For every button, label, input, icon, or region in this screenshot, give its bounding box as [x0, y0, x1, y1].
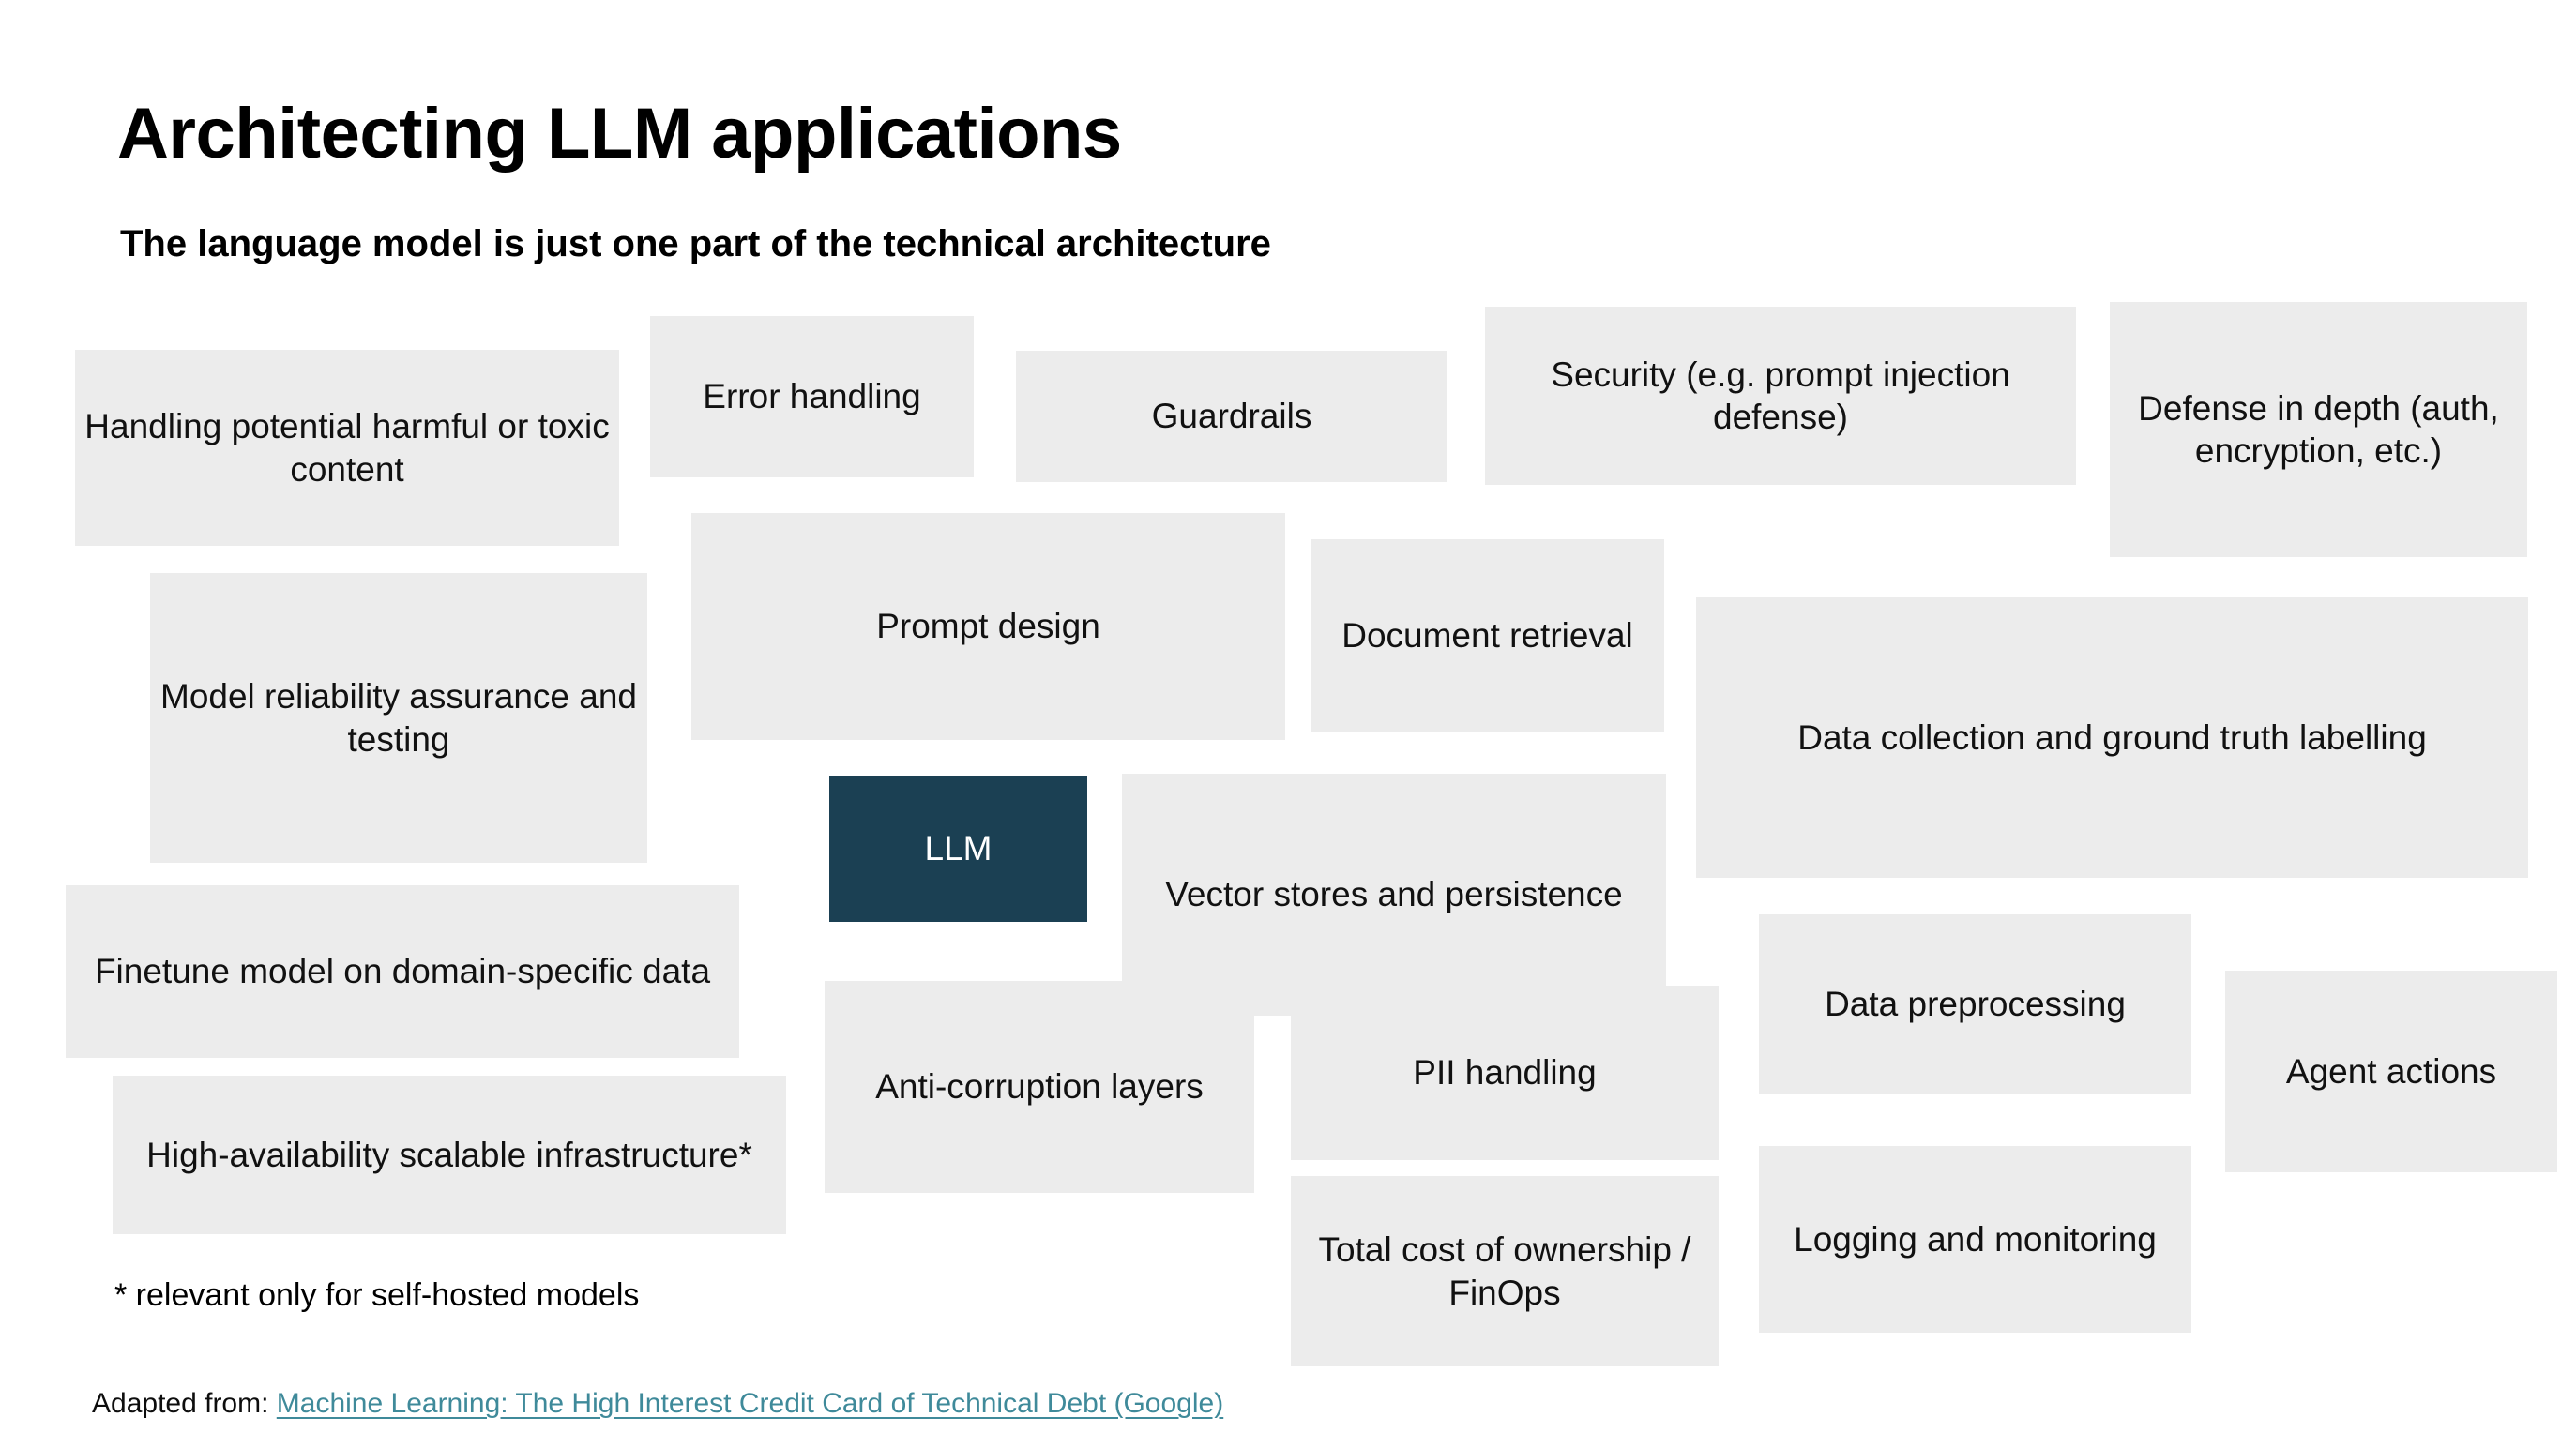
architecture-box-label: Security (e.g. prompt injection defense)	[1551, 354, 2010, 436]
architecture-box-label: LLM	[924, 829, 993, 868]
architecture-box-label: PII handling	[1413, 1053, 1597, 1093]
architecture-box-finetune-model[interactable]: Finetune model on domain-specific data	[66, 885, 739, 1058]
architecture-box-anti-corruption-layers[interactable]: Anti-corruption layers	[825, 981, 1254, 1193]
architecture-box-label: Vector stores and persistence	[1165, 875, 1623, 914]
architecture-box-handling-harmful-content[interactable]: Handling potential harmful or toxic cont…	[75, 350, 619, 546]
architecture-box-logging-and-monitoring[interactable]: Logging and monitoring	[1759, 1146, 2191, 1333]
architecture-box-agent-actions[interactable]: Agent actions	[2225, 971, 2557, 1172]
source-attribution-link[interactable]: Machine Learning: The High Interest Cred…	[276, 1388, 1224, 1419]
architecture-box-label: Total cost of ownership / FinOps	[1318, 1230, 1691, 1312]
architecture-box-label: Data collection and ground truth labelli…	[1797, 717, 2427, 757]
architecture-box-label: Data preprocessing	[1825, 985, 2126, 1024]
architecture-box-pii-handling[interactable]: PII handling	[1291, 986, 1719, 1160]
page-subtitle: The language model is just one part of t…	[120, 223, 1271, 265]
architecture-box-label: Guardrails	[1151, 397, 1312, 436]
architecture-box-label: Agent actions	[2285, 1051, 2497, 1091]
architecture-box-total-cost-of-ownership[interactable]: Total cost of ownership / FinOps	[1291, 1176, 1719, 1366]
architecture-box-security-prompt-injection[interactable]: Security (e.g. prompt injection defense)	[1485, 307, 2076, 485]
architecture-box-data-preprocessing[interactable]: Data preprocessing	[1759, 914, 2191, 1094]
architecture-box-defense-in-depth[interactable]: Defense in depth (auth, encryption, etc.…	[2110, 302, 2527, 557]
architecture-box-label: Model reliability assurance and testing	[160, 677, 637, 759]
architecture-box-label: Logging and monitoring	[1794, 1219, 2157, 1259]
source-attribution: Adapted from: Machine Learning: The High…	[92, 1388, 1223, 1420]
architecture-box-label: Error handling	[703, 377, 921, 416]
architecture-box-high-availability-infra[interactable]: High-availability scalable infrastructur…	[113, 1076, 786, 1234]
architecture-box-label: Anti-corruption layers	[875, 1067, 1204, 1107]
architecture-box-label: Document retrieval	[1341, 615, 1633, 655]
architecture-box-label: High-availability scalable infrastructur…	[146, 1135, 752, 1174]
architecture-box-vector-stores[interactable]: Vector stores and persistence	[1122, 774, 1666, 1016]
architecture-box-llm[interactable]: LLM	[829, 776, 1087, 922]
source-attribution-prefix: Adapted from:	[92, 1388, 269, 1419]
architecture-box-label: Handling potential harmful or toxic cont…	[84, 407, 610, 489]
architecture-box-label: Defense in depth (auth, encryption, etc.…	[2138, 388, 2499, 470]
architecture-box-guardrails[interactable]: Guardrails	[1016, 351, 1447, 482]
architecture-box-data-collection-labelling[interactable]: Data collection and ground truth labelli…	[1696, 597, 2528, 878]
architecture-box-document-retrieval[interactable]: Document retrieval	[1311, 539, 1664, 732]
footnote: * relevant only for self-hosted models	[114, 1277, 640, 1313]
architecture-box-error-handling[interactable]: Error handling	[650, 316, 974, 477]
architecture-box-label: Prompt design	[876, 607, 1100, 646]
architecture-box-label: Finetune model on domain-specific data	[94, 952, 711, 991]
architecture-box-model-reliability[interactable]: Model reliability assurance and testing	[150, 573, 647, 863]
architecture-box-prompt-design[interactable]: Prompt design	[691, 513, 1285, 740]
page-title: Architecting LLM applications	[117, 93, 1122, 173]
